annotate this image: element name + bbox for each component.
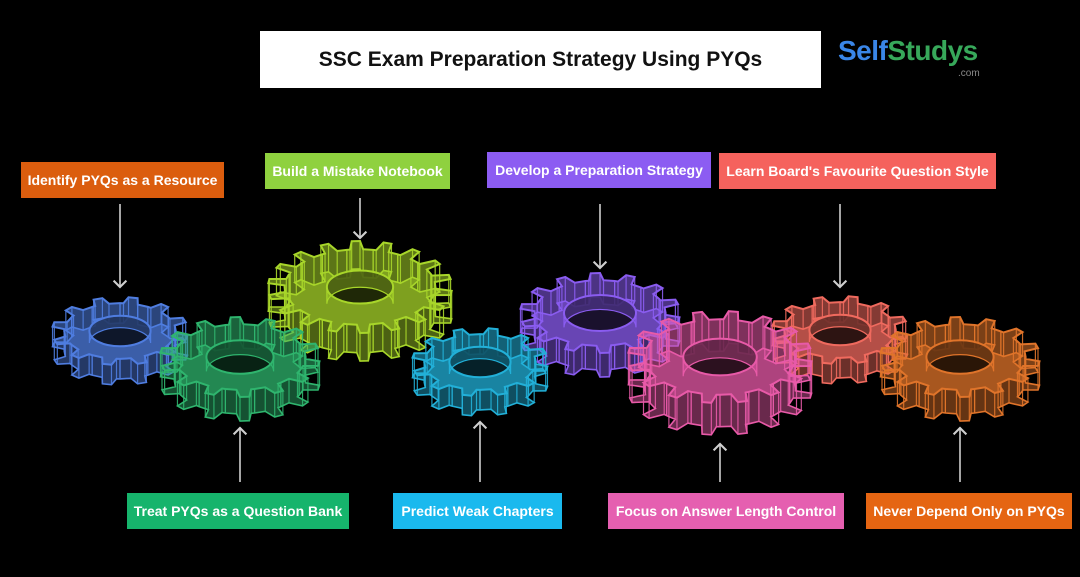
label-mistake-notebook: Build a Mistake Notebook [265,153,450,189]
brand-part1: Self [838,35,888,66]
gear-pink-icon [627,310,813,436]
label-identify-pyqs: Identify PYQs as a Resource [21,162,224,198]
title-box: SSC Exam Preparation Strategy Using PYQs [260,31,821,88]
label-question-bank: Treat PYQs as a Question Bank [127,493,349,529]
label-question-style: Learn Board's Favourite Question Style [719,153,996,189]
label-preparation-strategy: Develop a Preparation Strategy [487,152,711,188]
brand-logo: SelfStudys .com [838,35,980,80]
gear-cyan-icon [411,327,549,417]
gear-green-icon [159,315,321,422]
page-title: SSC Exam Preparation Strategy Using PYQs [318,47,763,71]
brand-suffix: .com [958,68,980,79]
brand-part2: Studys [887,35,978,66]
label-answer-length: Focus on Answer Length Control [608,493,844,529]
gear-lime-icon [267,239,453,362]
gear-violet-icon [519,271,681,378]
label-weak-chapters: Predict Weak Chapters [393,493,562,529]
gear-orange-icon [879,315,1041,422]
label-never-depend: Never Depend Only on PYQs [866,493,1072,529]
